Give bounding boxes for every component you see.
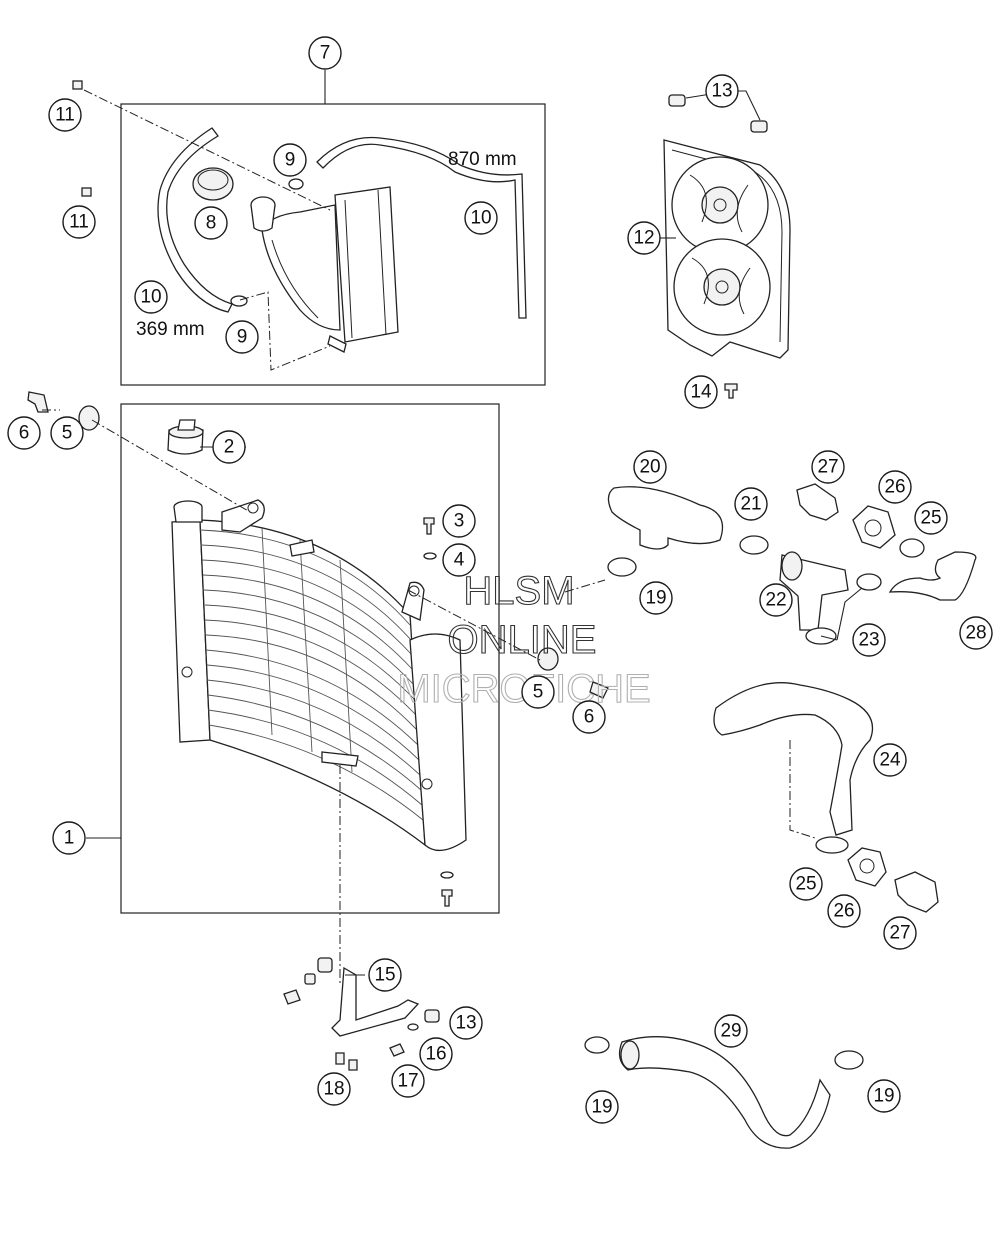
radiator <box>27 391 609 907</box>
callout-4: 4 <box>442 543 476 577</box>
svg-text:27: 27 <box>889 923 910 944</box>
svg-text:19: 19 <box>873 1086 894 1107</box>
svg-text:6: 6 <box>19 423 30 444</box>
callout-15: 15 <box>368 958 402 992</box>
svg-text:18: 18 <box>323 1079 344 1100</box>
svg-text:19: 19 <box>645 588 666 609</box>
expansion-tank-group-box <box>120 103 546 386</box>
svg-text:17: 17 <box>397 1071 418 1092</box>
svg-text:13: 13 <box>455 1013 476 1034</box>
callout-17: 17 <box>391 1064 425 1098</box>
callout-29: 29 <box>714 1014 748 1048</box>
watermark-line-2: ONLINE <box>448 618 597 662</box>
callout-19: 19 <box>867 1079 901 1113</box>
radiator-fins <box>199 527 424 821</box>
callout-13: 13 <box>705 74 739 108</box>
callout-9: 9 <box>273 143 307 177</box>
svg-text:5: 5 <box>533 682 544 703</box>
callout-16: 16 <box>419 1037 453 1071</box>
svg-text:21: 21 <box>740 494 761 515</box>
callout-26: 26 <box>827 894 861 928</box>
watermark: HLSM ONLINE MICROFICHE <box>397 568 651 711</box>
expansion-tank-assembly <box>72 80 527 353</box>
svg-text:19: 19 <box>591 1097 612 1118</box>
svg-text:4: 4 <box>454 550 465 571</box>
callout-5: 5 <box>521 675 555 709</box>
svg-text:13: 13 <box>711 81 732 102</box>
svg-text:27: 27 <box>817 457 838 478</box>
callout-2: 2 <box>212 430 246 464</box>
watermark-line-1: HLSM <box>463 569 574 613</box>
callout-19: 19 <box>585 1090 619 1124</box>
svg-text:10: 10 <box>140 287 161 308</box>
callout-22: 22 <box>759 583 793 617</box>
hose-parts <box>584 483 977 1149</box>
callout-6: 6 <box>572 700 606 734</box>
svg-text:7: 7 <box>320 43 331 64</box>
callout-5: 5 <box>50 416 84 450</box>
radiator-group-box <box>120 403 500 914</box>
svg-text:12: 12 <box>633 228 654 249</box>
callout-11: 11 <box>48 98 82 132</box>
callout-3: 3 <box>442 504 476 538</box>
callout-6: 6 <box>7 416 41 450</box>
svg-text:26: 26 <box>833 901 854 922</box>
svg-text:11: 11 <box>69 212 89 233</box>
callout-28: 28 <box>959 616 993 650</box>
callout-27: 27 <box>811 450 845 484</box>
svg-text:2: 2 <box>224 437 235 458</box>
svg-text:3: 3 <box>454 511 465 532</box>
callout-19: 19 <box>639 581 673 615</box>
svg-text:29: 29 <box>720 1021 741 1042</box>
callout-18: 18 <box>317 1072 351 1106</box>
callout-27: 27 <box>883 916 917 950</box>
callout-10: 10 <box>134 280 168 314</box>
svg-text:9: 9 <box>237 327 248 348</box>
callout-7: 7 <box>308 36 342 70</box>
svg-text:6: 6 <box>584 707 595 728</box>
svg-text:28: 28 <box>965 623 986 644</box>
callout-20: 20 <box>633 450 667 484</box>
callout-23: 23 <box>852 623 886 657</box>
svg-text:22: 22 <box>765 590 786 611</box>
svg-text:25: 25 <box>920 508 941 529</box>
callout-21: 21 <box>734 487 768 521</box>
svg-text:23: 23 <box>858 630 879 651</box>
bracket-assembly <box>283 957 440 1071</box>
svg-text:10: 10 <box>470 208 491 229</box>
callout-10: 10 <box>464 201 498 235</box>
svg-text:24: 24 <box>879 750 901 771</box>
callout-25: 25 <box>914 501 948 535</box>
callout-11: 11 <box>62 205 96 239</box>
svg-text:26: 26 <box>884 477 905 498</box>
svg-text:1: 1 <box>64 828 75 849</box>
hose-length-870mm-label: 870 mm <box>448 149 517 170</box>
hose-length-369mm-label: 369 mm <box>136 319 205 340</box>
svg-text:9: 9 <box>285 150 296 171</box>
svg-text:11: 11 <box>55 105 75 126</box>
callout-25: 25 <box>789 867 823 901</box>
callout-12: 12 <box>627 221 661 255</box>
svg-text:5: 5 <box>62 423 73 444</box>
fan-assembly <box>663 94 791 399</box>
svg-text:8: 8 <box>206 213 217 234</box>
svg-text:25: 25 <box>795 874 816 895</box>
svg-text:20: 20 <box>639 457 660 478</box>
callout-9: 9 <box>225 320 259 354</box>
callout-14: 14 <box>684 375 718 409</box>
callout-1: 1 <box>52 821 86 855</box>
svg-text:16: 16 <box>425 1044 446 1065</box>
callout-13: 13 <box>449 1006 483 1040</box>
svg-text:15: 15 <box>374 965 395 986</box>
callout-8: 8 <box>194 206 228 240</box>
svg-text:14: 14 <box>690 382 712 403</box>
callout-24: 24 <box>873 743 907 777</box>
callout-26: 26 <box>878 470 912 504</box>
